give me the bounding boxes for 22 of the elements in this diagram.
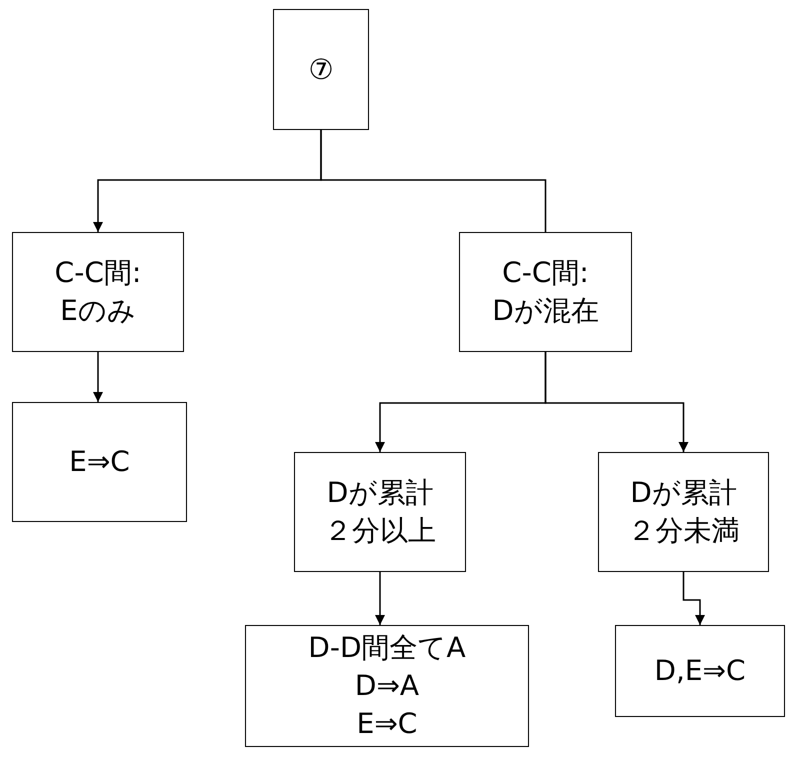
step-text: C-C間: Dが混在 [491,255,600,329]
process-box [459,232,632,352]
step-text: E⇒C [69,444,130,480]
process-box [273,9,369,130]
process-box [12,402,187,522]
step-text: C-C間: Eのみ [54,255,142,329]
arrow [682,572,705,625]
process-box [245,625,529,747]
arrow [544,352,688,452]
step-text: E⇒C [356,706,418,742]
step-text: D,E⇒C [654,653,746,690]
process-box [12,232,184,352]
step-text: D-D間全てA [308,630,466,666]
step-text: Dが累計２分以上 [323,475,437,549]
process-box [598,452,769,572]
step-text: D⇒A [354,668,420,704]
step-text: Dが累計２分未満 [626,475,740,549]
arrow [375,571,385,625]
process-box [294,452,466,572]
process-box [615,625,785,717]
arrow [93,351,103,402]
step-text: ⑦ [308,52,334,88]
